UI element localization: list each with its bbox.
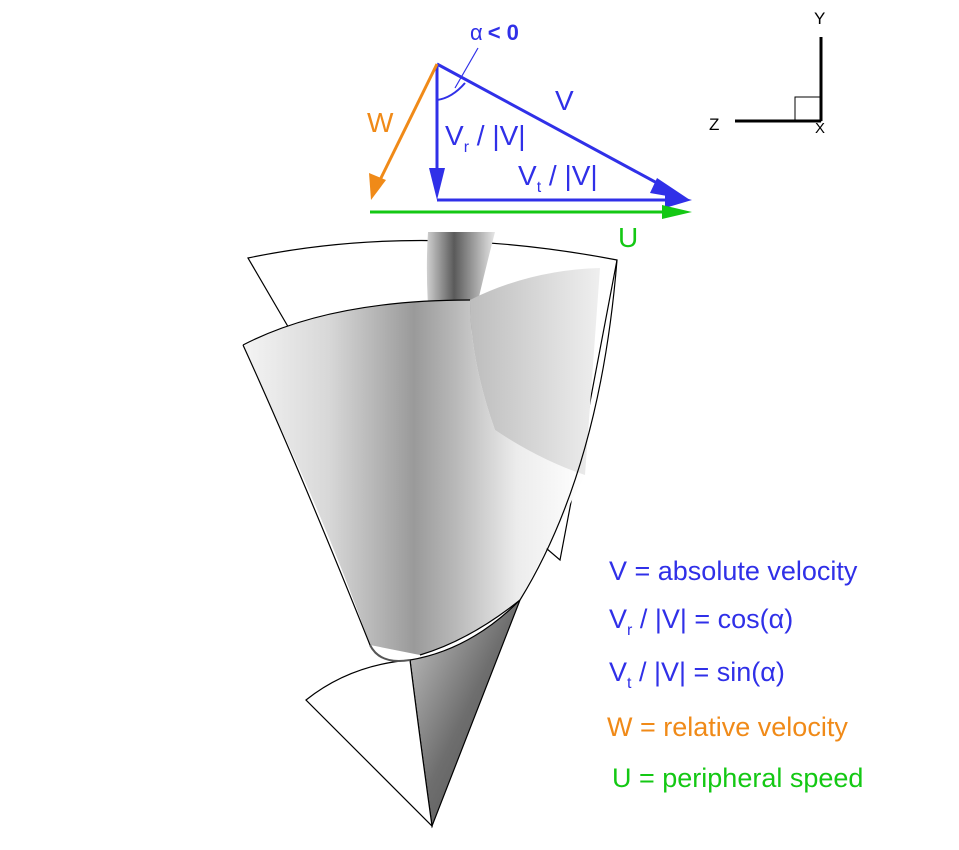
y-axis-label: Y [814,9,825,28]
v-vector [436,62,671,192]
legend-v: V = absolute velocity [609,556,858,586]
u-label: U [618,222,638,253]
w-arrowhead [369,173,386,200]
w-label: W [367,107,394,138]
blade-outline [242,259,618,656]
x-axis-label: X [815,120,825,137]
u-arrowhead [662,205,692,219]
blade-surface [242,232,618,829]
z-axis-label: Z [709,115,719,134]
legend-w: W = relative velocity [607,712,848,742]
vr-arrowhead [429,168,445,200]
velocity-triangle: α< 0 V W Vr / |V| Vt / |V| U [367,20,692,253]
legend-vt: Vt / |V| = sin(α) [609,657,785,692]
vt-label: Vt / |V| [518,160,598,196]
alpha-leader [454,47,479,89]
blade-right-surface [470,268,600,475]
legend: V = absolute velocity Vr / |V| = cos(α) … [607,556,863,793]
alpha-arc [436,82,466,101]
blade-lower-face [305,659,433,828]
vr-label: Vr / |V| [445,120,526,156]
blade-main-surface [243,300,585,655]
axes-triad: Y Z X [709,9,825,137]
v-label: V [555,85,574,116]
alpha-label: α< 0 [470,20,519,45]
legend-u: U = peripheral speed [612,763,863,793]
v-arrowhead [650,178,690,200]
w-vector [378,63,439,181]
axes-corner-box [794,96,822,122]
legend-vr: Vr / |V| = cos(α) [609,604,793,639]
blade-twist-crease [369,644,411,662]
